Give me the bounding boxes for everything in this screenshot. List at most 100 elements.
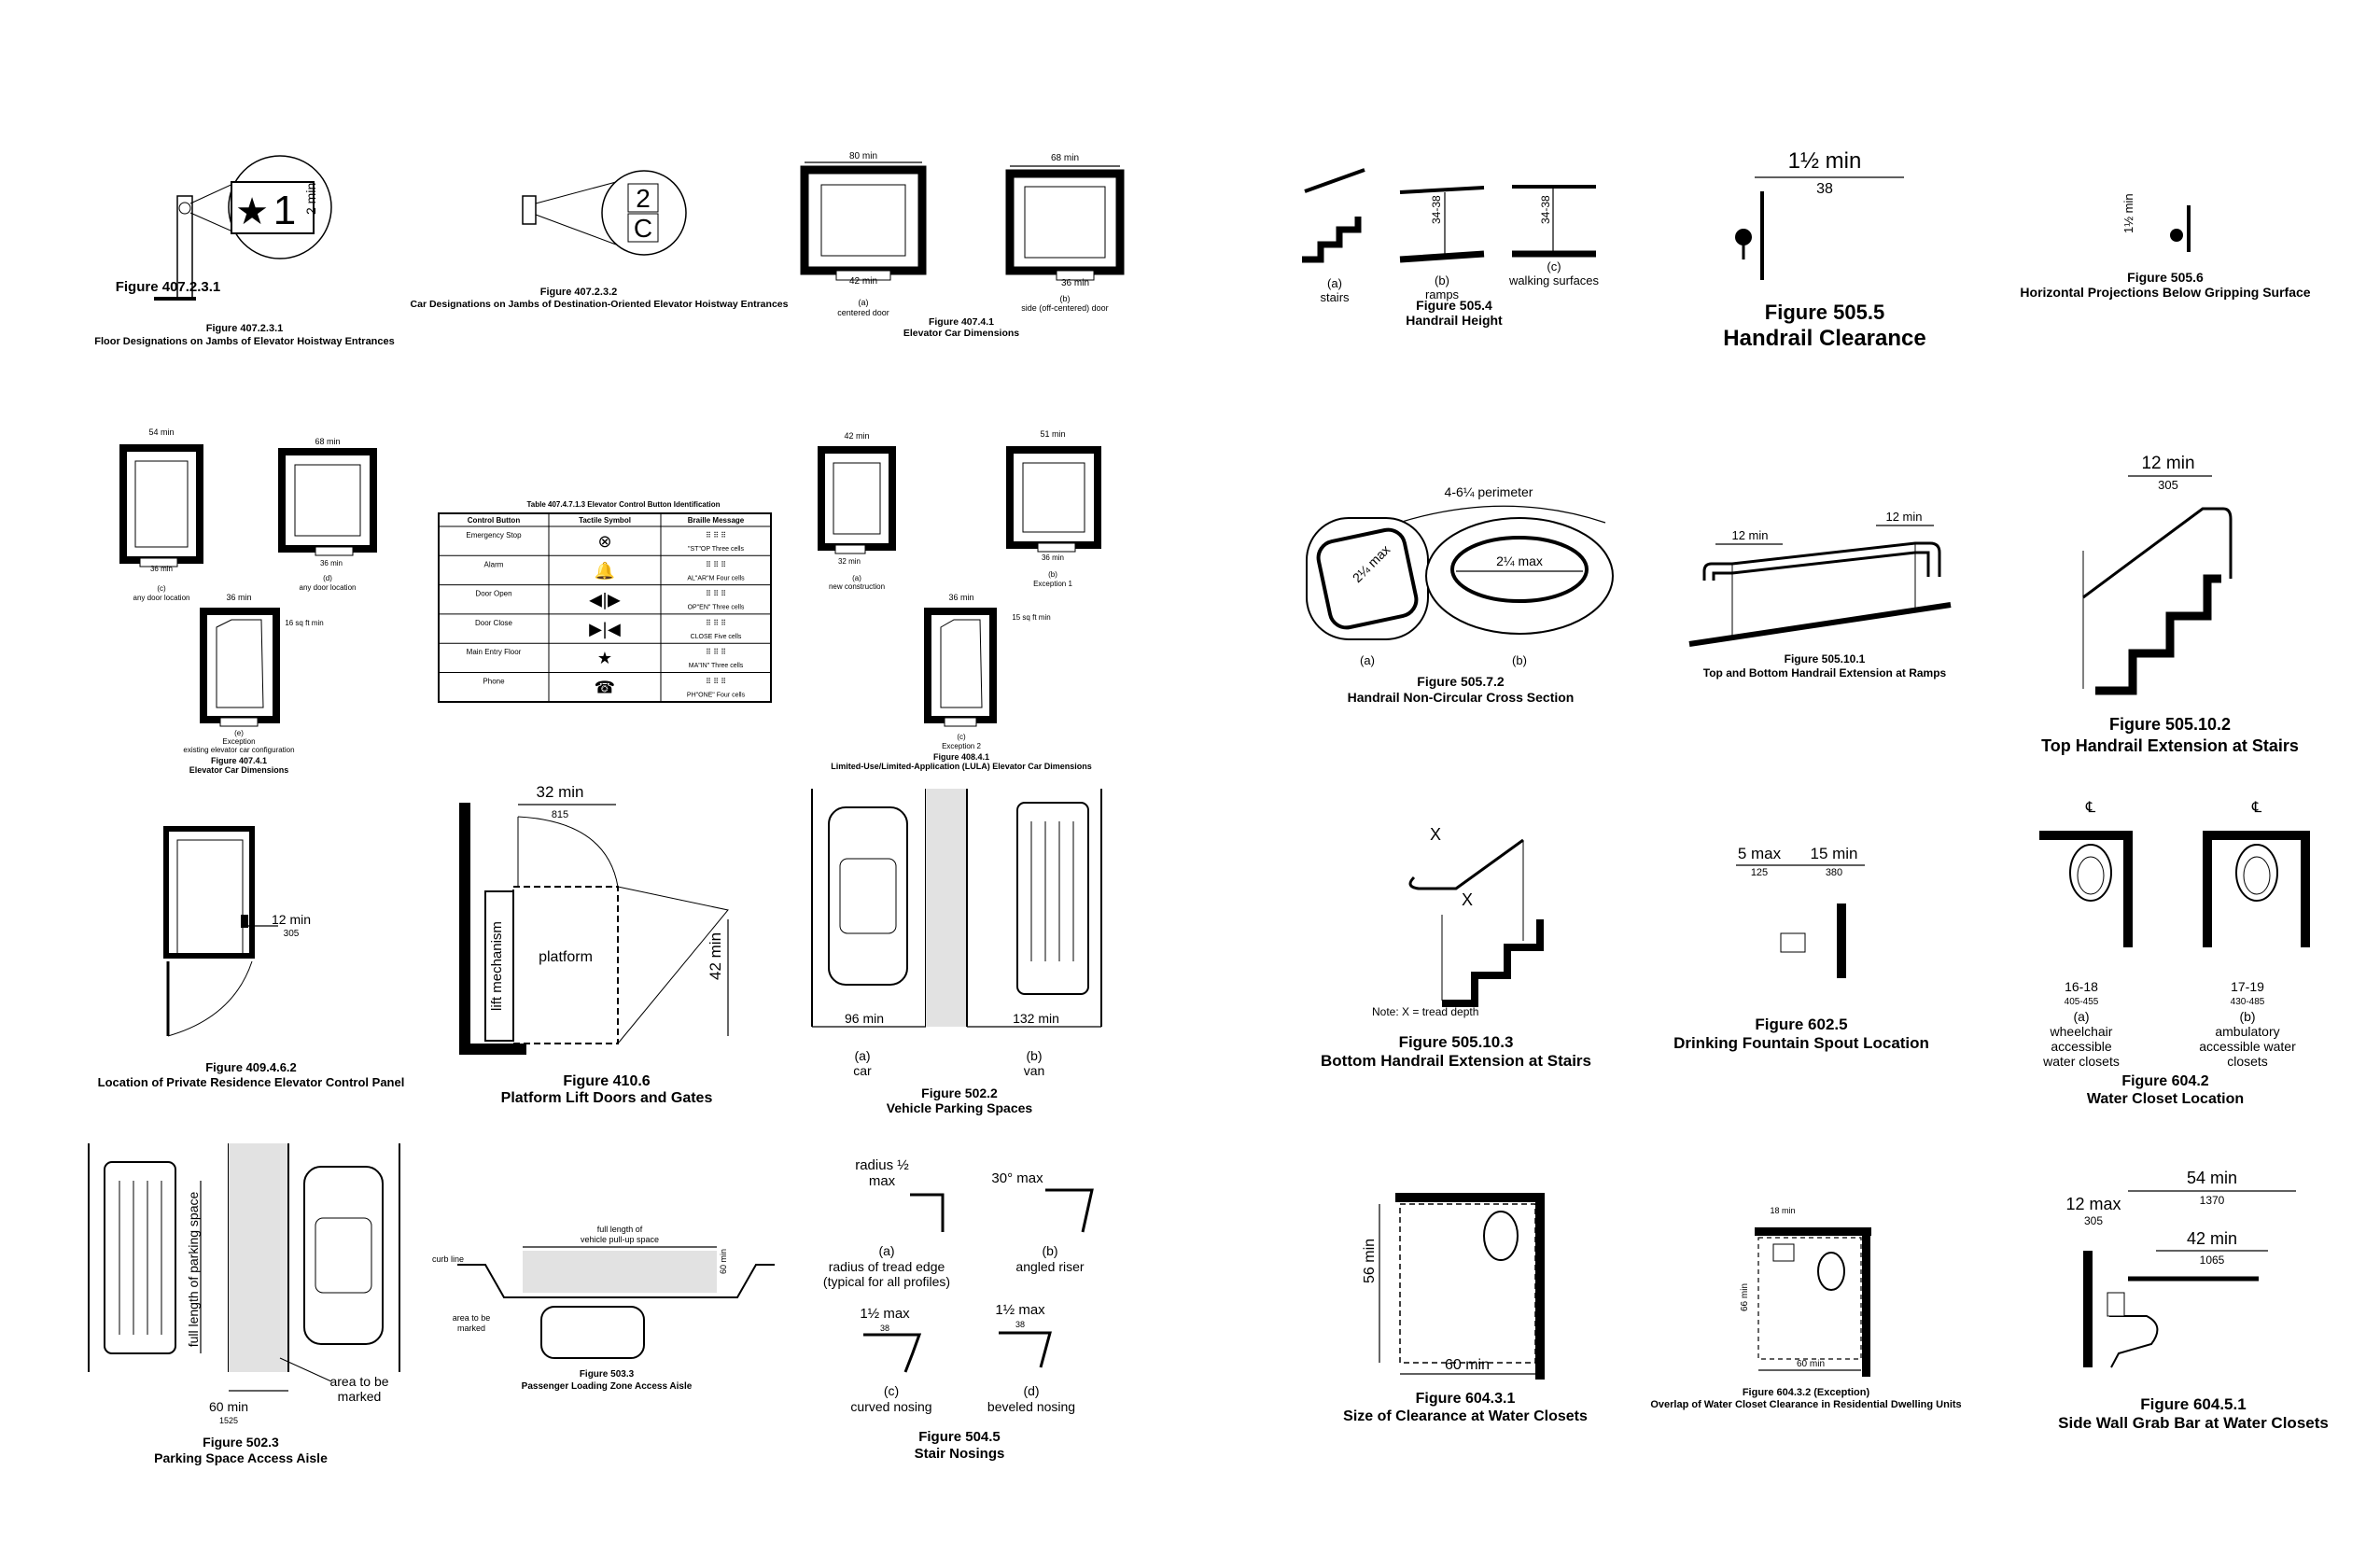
dim-mm: 38 [880,1324,889,1333]
figure-407-4-1-top: 80 min 42 min (a) centered door 68 min 3… [800,151,1125,339]
dim-width: 36 min [226,593,251,602]
platform-label: platform [539,949,593,965]
sub-label: (b) [2239,1009,2255,1024]
dim-mm: 815 [552,809,568,820]
dim-width: 42 min [844,431,869,441]
figure-number: Figure 505.4 [1416,298,1492,313]
figure-number-b: Figure 407.2.3.1 [206,323,284,334]
car-sublabel: any door location [300,583,357,592]
figure-502-2: 96 min 132 min (a) car (b) van Figure 50… [811,789,1102,1115]
figure-505-10-3: X X Note: X = tread depth Figure 505.10.… [1321,825,1591,1070]
mechanism-label: lift mechanism [489,921,505,1011]
figure-title: Side Wall Grab Bar at Water Closets [2058,1414,2329,1432]
dim-mm: 1370 [2200,1194,2225,1207]
table-cell-braille-message: CLOSE Five cells [691,634,742,640]
dim-door: 36 min [320,559,343,567]
dim-label: 32 min [536,783,583,801]
dim-label: 42 min [707,932,724,980]
figure-number: Figure 505.10.3 [1399,1033,1514,1051]
figure-604-5-1: 54 min 1370 12 max 305 42 min 1065 Figur… [2058,1169,2329,1432]
figure-number: Figure 505.10.1 [1785,652,1866,665]
braille-dots: ⠿ ⠿ ⠿ [706,590,726,598]
car-sublabel: centered door [837,308,889,317]
figure-number: Figure 502.2 [921,1086,998,1100]
mark-label: area to be [453,1313,491,1323]
x-label: X [1462,890,1473,909]
dim-label: 5 max [1738,845,1782,862]
sub-caption: accessible [2051,1039,2112,1054]
table-row: Main Entry Floor★⠿ ⠿ ⠿MA"IN" Three cells [467,648,744,669]
centerline-icon: ℄ [2251,800,2262,816]
figure-title: Drinking Fountain Spout Location [1673,1034,1929,1052]
table-header: Braille Message [688,516,745,525]
table-header: Tactile Symbol [579,516,631,525]
tactile-symbol-icon: ☎ [595,679,615,698]
dim-width: 80 min [849,151,877,161]
sub-caption: walking surfaces [1508,273,1600,287]
figure-number: Figure 504.5 [918,1429,1001,1445]
floor-designation-char: 1 [273,188,296,233]
dim-label: 60 min [1797,1359,1825,1369]
dim-mm: 38 [1816,181,1833,197]
dim-label: 12 max [2065,1195,2121,1213]
car-sublabel: Exception 2 [942,742,981,750]
figure-title: Size of Clearance at Water Closets [1343,1408,1588,1424]
figure-502-3: full length of parking space 60 min 1525… [88,1143,400,1465]
figure-number: Figure 505.10.2 [2109,715,2231,734]
figure-409-4-6-2: 12 min 305 Figure 409.4.6.2 Location of … [98,826,404,1089]
sub-caption: car [853,1063,872,1078]
car-designation-bottom: C [634,214,652,243]
braille-dots: ⠿ ⠿ ⠿ [706,619,726,627]
car-designation-top: 2 [636,184,651,213]
figure-504-5: radius ½ max (a) radius of tread edge (t… [823,1157,1094,1462]
sub-caption: wheelchair [2050,1024,2113,1039]
centerline-icon: ℄ [2085,800,2096,816]
car-sublabel: Exception [222,737,255,746]
dim-label: 60 min [209,1399,248,1414]
table-row: Emergency Stop⊗⠿ ⠿ ⠿"ST"OP Three cells [466,531,744,553]
sub-label: (a) [1360,653,1375,667]
figure-number: Figure 602.5 [1755,1016,1847,1033]
star-icon: ★ [235,191,269,232]
figure-408-4-1: 42 min 32 min (a) new construction 51 mi… [818,429,1101,771]
dim-height: 34-38 [1539,195,1552,224]
top-label: full length of [597,1225,643,1234]
figure-title: Bottom Handrail Extension at Stairs [1321,1052,1591,1070]
sub-caption: curved nosing [850,1399,931,1414]
dim-label: 2 min [303,183,318,215]
sub-label: (c) [1547,259,1561,273]
braille-dots: ⠿ ⠿ ⠿ [706,648,726,656]
sub-label: (a) [878,1243,894,1258]
figure-602-5: 5 max 125 15 min 380 Figure 602.5 Drinki… [1673,845,1929,1052]
table-title: Table 407.4.7.1.3 Elevator Control Butto… [527,500,721,509]
figure-505-6: 1½ min Figure 505.6 Horizontal Projectio… [2020,193,2310,300]
figure-604-2: ℄ 16-18 405-455 (a) wheelchair accessibl… [2039,800,2310,1107]
dim-door: 36 min [150,565,173,573]
tactile-symbol-icon: 🔔 [595,561,615,581]
figure-407-2-3-1: ★ 1 2 min Figure 407.2.3.1 Figure 407.2.… [94,155,395,347]
x-label: X [1430,825,1441,844]
table-cell-button: Door Open [475,590,511,598]
dim-width: 36 min [948,593,973,602]
sub-caption: closets [2227,1054,2268,1069]
sub-caption: ramps [1425,287,1460,301]
car-sublabel: side (off-centered) door [1021,303,1108,313]
dim-mm: 1065 [2200,1254,2225,1267]
sub-caption: ambulatory [2215,1024,2279,1039]
table-cell-button: Phone [483,678,505,686]
braille-dots: ⠿ ⠿ ⠿ [706,531,726,539]
figure-505-7-2: 4-6¼ perimeter 2¼ max (a) 2¼ max (b) Fig… [1306,484,1614,705]
length-label: full length of parking space [186,1192,201,1348]
figure-title: Top Handrail Extension at Stairs [2041,736,2299,755]
area-label: 15 sq ft min [1012,613,1050,622]
sub-caption: beveled nosing [987,1399,1075,1414]
perimeter-label: 4-6¼ perimeter [1445,484,1533,499]
figure-title: Elevator Car Dimensions [189,765,289,775]
dim-label: 30° max [991,1170,1043,1186]
sub-label: (c) [884,1383,899,1398]
figure-title: Floor Designations on Jambs of Elevator … [94,336,395,347]
figure-title: Parking Space Access Aisle [154,1450,328,1465]
figure-407-4-1-middle: 54 min 36 min (c) any door location 68 m… [119,427,377,775]
sub-label: (d) [1023,1383,1039,1398]
mark-label-2: marked [457,1324,485,1333]
